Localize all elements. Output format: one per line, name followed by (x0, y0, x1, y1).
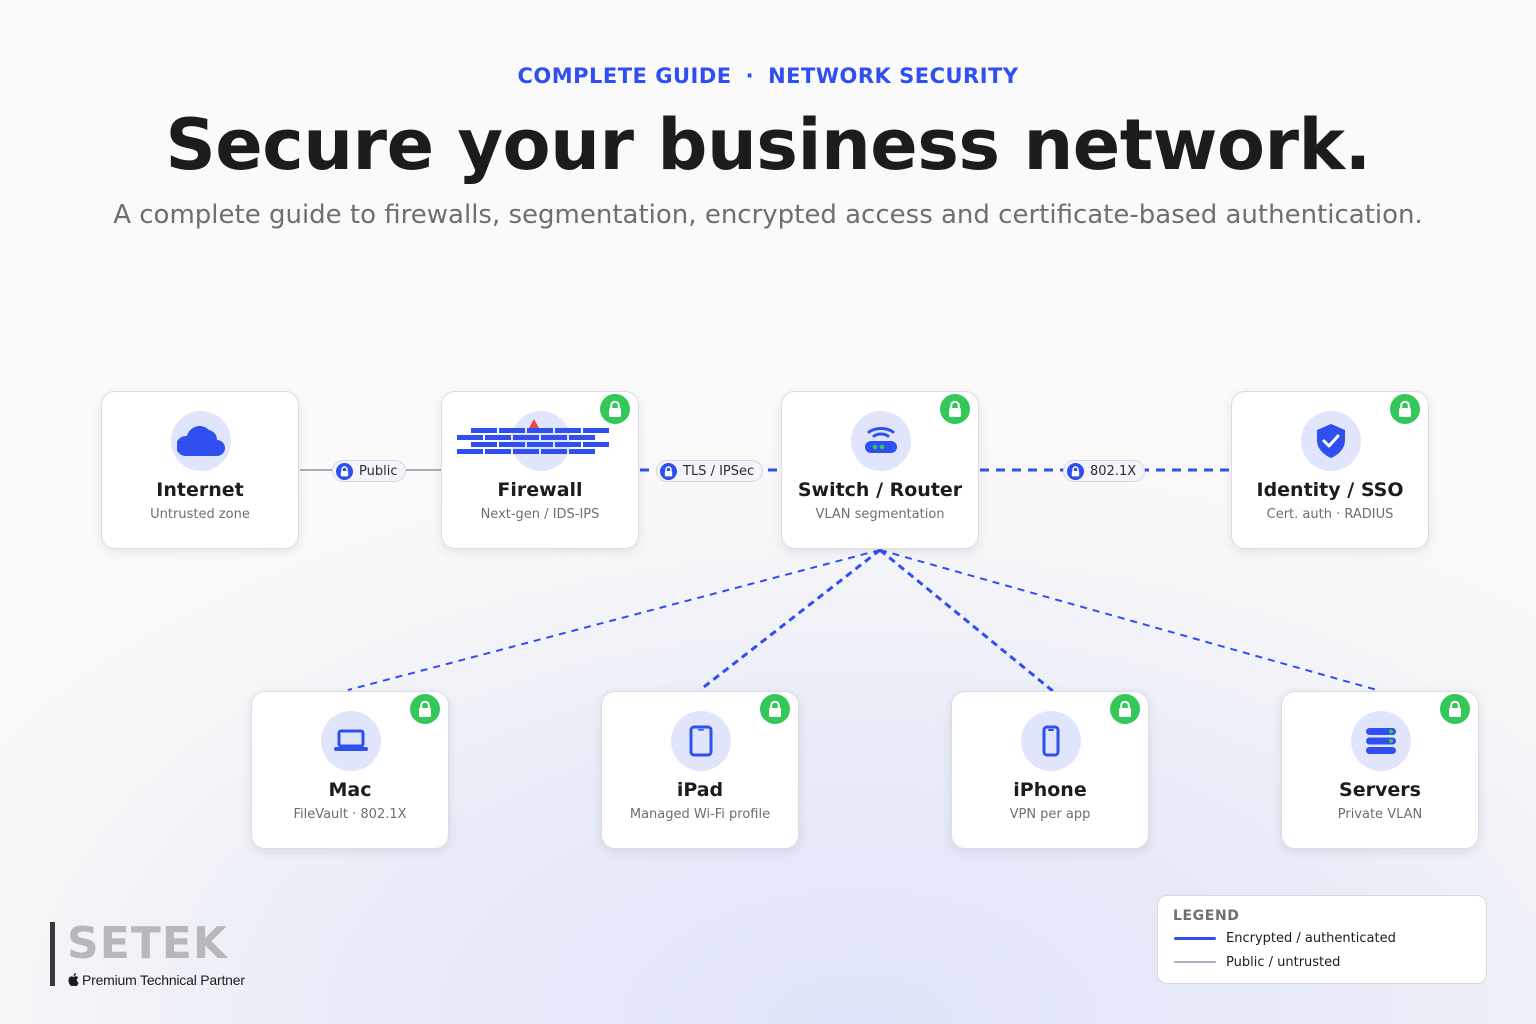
node-firewall[interactable]: Firewall Next-gen / IDS-IPS (441, 391, 639, 549)
phone-icon (1021, 711, 1081, 771)
secure-lock-icon (940, 394, 970, 424)
brand-tagline-text: Premium Technical Partner (82, 972, 245, 988)
page-title: Secure your business network. (165, 104, 1371, 186)
node-name: iPad (676, 779, 724, 801)
link-switch-servers (879, 549, 1378, 691)
node-name: iPhone (1013, 779, 1087, 801)
node-name: Identity / SSO (1256, 479, 1404, 501)
node-name: Internet (156, 479, 244, 501)
brand-bar (50, 922, 55, 986)
legend-item-encrypted: Encrypted / authenticated (1174, 930, 1396, 946)
node-desc: Managed Wi-Fi profile (629, 807, 771, 822)
lock-icon (1067, 462, 1084, 480)
server-stack-icon (1351, 711, 1411, 771)
legend-swatch-public (1174, 961, 1216, 963)
node-identity-sso[interactable]: Identity / SSO Cert. auth · RADIUS (1231, 391, 1429, 549)
apple-logo-icon (68, 973, 79, 989)
node-iphone[interactable]: iPhone VPN per app (951, 691, 1149, 849)
page-subtitle: A complete guide to firewalls, segmentat… (113, 200, 1423, 230)
eyebrow-guide: COMPLETE GUIDE (517, 64, 732, 88)
legend-title: LEGEND (1173, 908, 1240, 924)
link-switch-ipad (699, 548, 881, 692)
link-label-public: Public (332, 460, 407, 482)
legend-label: Encrypted / authenticated (1226, 930, 1396, 946)
link-label-text: 802.1X (1090, 463, 1137, 479)
node-desc: Cert. auth · RADIUS (1266, 507, 1394, 522)
brick-wall-icon (457, 411, 609, 471)
node-switch-router[interactable]: Switch / Router VLAN segmentation (781, 391, 979, 549)
node-name: Servers (1339, 779, 1421, 801)
router-icon (851, 411, 911, 471)
legend-swatch-encrypted (1174, 936, 1216, 940)
legend-item-public: Public / untrusted (1174, 954, 1340, 970)
node-servers[interactable]: Servers Private VLAN (1281, 691, 1479, 849)
brand-logo: SETEK Premium Technical Partner (50, 918, 270, 989)
node-desc: Private VLAN (1337, 807, 1423, 822)
eyebrow-topic: NETWORK SECURITY (768, 64, 1019, 88)
secure-lock-icon (1390, 394, 1420, 424)
node-name: Mac (328, 779, 372, 801)
secure-lock-icon (600, 394, 630, 424)
laptop-icon (321, 711, 381, 771)
node-desc: Untrusted zone (150, 507, 250, 522)
tablet-icon (671, 711, 731, 771)
link-label-text: Public (359, 463, 398, 479)
legend-label: Public / untrusted (1226, 954, 1341, 970)
link-switch-iphone (879, 548, 1055, 694)
secure-lock-icon (1440, 694, 1470, 724)
node-internet[interactable]: Internet Untrusted zone (101, 391, 299, 549)
brand-tagline: Premium Technical Partner (68, 972, 245, 989)
link-label-tls-ipsec: TLS / IPSec (656, 460, 764, 482)
node-mac[interactable]: Mac FileVault · 802.1X (251, 691, 449, 849)
node-name: Switch / Router (797, 479, 963, 501)
secure-lock-icon (410, 694, 440, 724)
node-desc: VPN per app (1009, 807, 1091, 822)
shield-check-icon (1301, 411, 1361, 471)
node-name: Firewall (497, 479, 583, 501)
node-ipad[interactable]: iPad Managed Wi-Fi profile (601, 691, 799, 849)
secure-lock-icon (1110, 694, 1140, 724)
lock-icon (336, 462, 353, 480)
brand-name: SETEK (67, 918, 228, 969)
eyebrow: COMPLETE GUIDE · NETWORK SECURITY (0, 64, 1536, 88)
link-label-text: TLS / IPSec (683, 463, 755, 479)
eyebrow-separator: · (745, 64, 755, 88)
node-desc: FileVault · 802.1X (293, 807, 407, 822)
cloud-icon (171, 411, 231, 471)
link-switch-mac (347, 549, 881, 691)
node-desc: VLAN segmentation (815, 507, 945, 522)
node-desc: Next-gen / IDS-IPS (480, 507, 600, 522)
lock-icon (660, 462, 677, 480)
secure-lock-icon (760, 694, 790, 724)
link-label-8021x: 802.1X (1063, 460, 1146, 482)
legend: LEGEND Encrypted / authenticated Public … (1157, 895, 1487, 984)
